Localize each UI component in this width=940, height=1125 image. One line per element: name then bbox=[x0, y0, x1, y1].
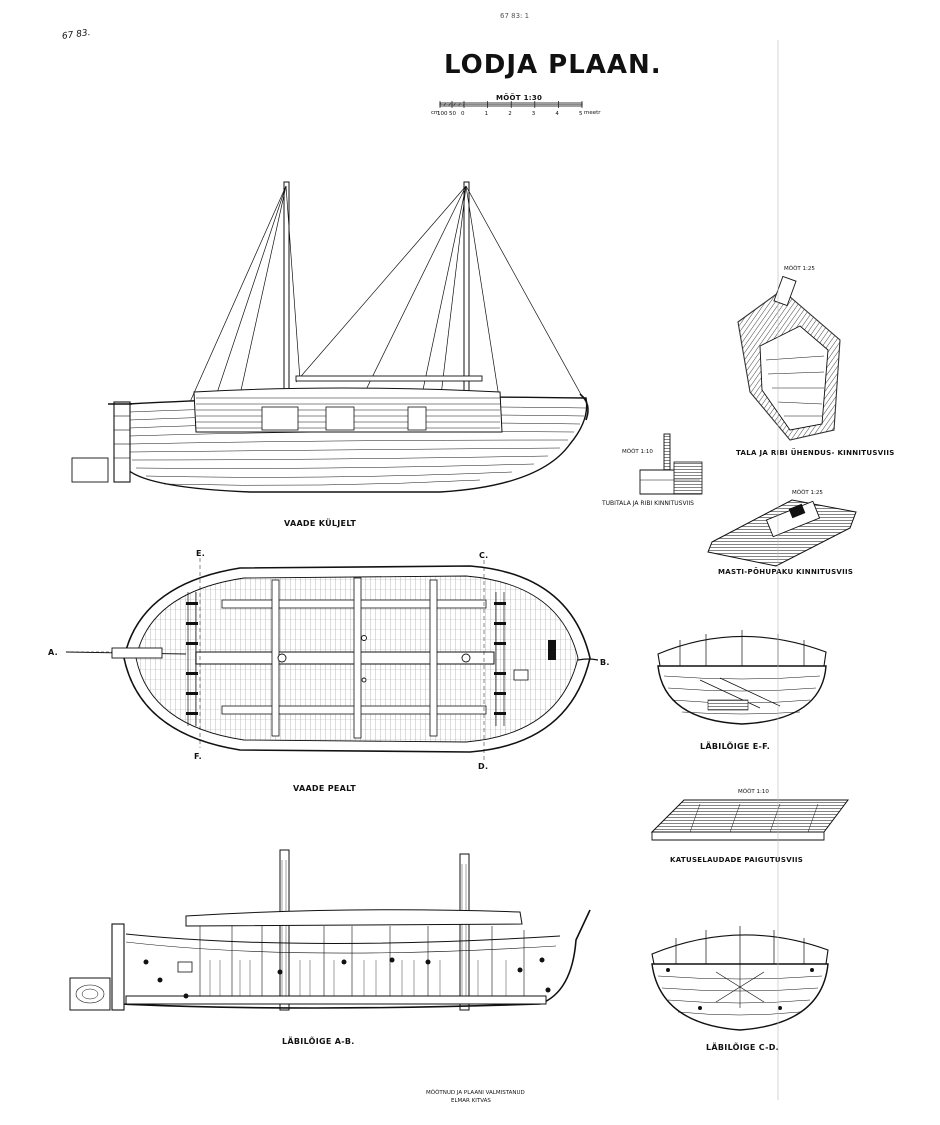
masti-scale: MÕÕT 1:25 bbox=[792, 490, 823, 496]
scale-tick-label: 50 bbox=[449, 111, 456, 117]
scale-tick-label: 100 bbox=[437, 111, 448, 117]
section-cd-caption: LÄBILÕIGE C-D. bbox=[706, 1043, 780, 1052]
marker-f: F. bbox=[194, 752, 202, 761]
scale-tick-label: 4 bbox=[555, 111, 559, 117]
side-view-caption: VAADE KÜLJELT bbox=[284, 519, 357, 528]
archive-stamp: 67 83: 1 bbox=[500, 12, 530, 20]
katuse-scale: MÕÕT 1:10 bbox=[738, 789, 769, 795]
marker-a: A. bbox=[48, 648, 58, 657]
katuse-detail-drawing bbox=[650, 799, 849, 841]
scale-tick-label: 0 bbox=[461, 111, 465, 117]
marker-b: B. bbox=[600, 658, 610, 667]
scale-right-unit: meetr bbox=[584, 110, 601, 116]
section-cd-drawing bbox=[651, 926, 829, 1031]
marker-c: C. bbox=[479, 551, 489, 560]
scale-tick-label: 3 bbox=[531, 111, 536, 117]
tubitala-scale: MÕÕT 1:10 bbox=[622, 449, 653, 455]
scale-bar bbox=[439, 101, 583, 108]
side-view-drawing bbox=[71, 181, 589, 493]
section-ab-drawing bbox=[69, 849, 591, 1011]
marker-d: D. bbox=[478, 762, 489, 771]
marker-e: E. bbox=[196, 549, 206, 558]
scale-tick-label: 2 bbox=[508, 111, 512, 117]
footer-credit-line2: ELMAR KITVAS bbox=[451, 1098, 491, 1104]
masti-detail-drawing bbox=[707, 499, 857, 567]
footer-credit-line1: MÕÕTNUD JA PLAANI VALMISTANUD bbox=[426, 1090, 525, 1096]
scale-label: MÕÕT 1:30 bbox=[496, 94, 543, 102]
tala-detail-drawing bbox=[737, 275, 841, 441]
scale-tick-label: 1 bbox=[484, 111, 489, 117]
tubitala-caption: TUBITALA JA RIBI KINNITUSVIIS bbox=[602, 500, 694, 507]
tala-caption: TALA JA RIBI ÜHENDUS- KINNITUSVIIS bbox=[736, 449, 895, 457]
scale-left-unit: cm bbox=[431, 110, 440, 116]
tala-scale: MÕÕT 1:25 bbox=[784, 266, 815, 272]
scale-tick-label: 5 bbox=[579, 111, 583, 117]
section-ef-caption: LÄBILÕIGE E-F. bbox=[700, 742, 771, 751]
section-ab-caption: LÄBILÕIGE A-B. bbox=[282, 1037, 355, 1046]
katuse-caption: KATUSELAUDADE PAIGUTUSVIIS bbox=[670, 856, 804, 864]
section-ef-drawing bbox=[657, 630, 827, 725]
page-title: LODJA PLAAN. bbox=[444, 50, 662, 80]
top-view-drawing bbox=[65, 558, 604, 760]
top-view-caption: VAADE PEALT bbox=[293, 784, 356, 793]
tubitala-detail-drawing bbox=[639, 433, 703, 495]
masti-caption: MASTI-PÕHUPAKU KINNITUSVIIS bbox=[718, 568, 854, 576]
